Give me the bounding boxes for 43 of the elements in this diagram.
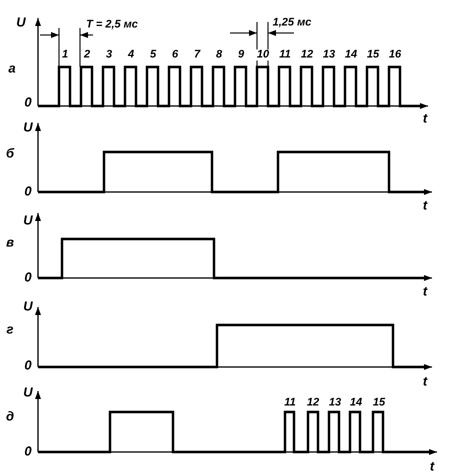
axis-label: U [22, 300, 34, 312]
axis-label: t [422, 284, 428, 298]
pulse-number: 10 [256, 50, 270, 60]
pulse-number: 16 [388, 50, 402, 60]
pulse-number: 13 [322, 50, 336, 60]
pulse-number: 14 [344, 50, 358, 60]
axis-label: 0 [23, 358, 33, 372]
pulse-number: 1 [60, 50, 70, 60]
axis-label: 0 [23, 270, 33, 284]
pulse-number: 15 [372, 398, 386, 408]
pulse-number: 12 [300, 50, 314, 60]
axis-label: t [422, 198, 428, 212]
axis-label: а [7, 62, 17, 74]
axis-label: 0 [23, 184, 33, 198]
axis-label: 0 [23, 444, 33, 458]
axis-label: в [5, 236, 15, 248]
pulse-number: 12 [306, 398, 320, 408]
pulse-number: 2 [82, 50, 92, 60]
pulse-number: 11 [278, 50, 292, 60]
axis-label: U [22, 120, 34, 134]
axis-label: 0 [23, 96, 33, 108]
axis-label: t [422, 374, 428, 388]
axis-label: U [15, 16, 27, 28]
pulse-number: 5 [148, 50, 158, 60]
pulse-number: 3 [104, 50, 114, 60]
pulse-number: 9 [236, 50, 246, 60]
period-label: 1,25 мс [272, 18, 312, 28]
pulse-number: 6 [170, 50, 180, 60]
pulse-number: 8 [214, 50, 224, 60]
pulse-number: 11 [283, 398, 297, 408]
axis-label: U [22, 386, 34, 398]
pulse-number: 14 [348, 398, 364, 408]
pulse-number: 7 [192, 50, 202, 60]
pulse-number: 15 [366, 50, 380, 60]
axis-label: U [22, 214, 34, 226]
axis-label: б [4, 146, 16, 160]
pulse-number: 4 [126, 50, 136, 60]
axis-label: д [4, 410, 16, 422]
axis-label: t [428, 460, 436, 472]
period-label: T = 2,5 мс [85, 20, 139, 30]
pulse-number: 13 [328, 398, 342, 408]
axis-label: г [6, 322, 14, 336]
axis-label: t [422, 112, 428, 124]
